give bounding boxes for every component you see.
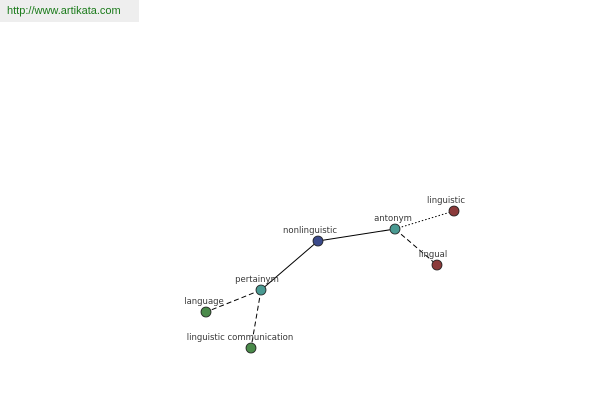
- node-nonlinguistic[interactable]: nonlinguistic: [283, 226, 337, 247]
- edge-nonlinguistic-pertainym: [260, 240, 319, 291]
- node-pertainym[interactable]: pertainym: [235, 275, 279, 296]
- edge-antonym-lingual: [394, 228, 438, 266]
- edge-pertainym-linguistic-communication: [250, 289, 262, 349]
- node-circle-language[interactable]: [200, 306, 212, 318]
- url-banner[interactable]: http://www.artikata.com: [0, 0, 139, 22]
- node-label-linguistic: linguistic: [427, 196, 465, 206]
- site-url-link[interactable]: http://www.artikata.com: [7, 5, 121, 17]
- node-label-linguistic-communication: linguistic communication: [187, 333, 294, 343]
- node-label-nonlinguistic: nonlinguistic: [283, 226, 337, 236]
- edges-layer: [205, 210, 455, 349]
- node-linguistic[interactable]: linguistic: [427, 196, 465, 217]
- node-language[interactable]: language: [184, 297, 224, 318]
- node-label-language: language: [184, 297, 224, 307]
- node-label-antonym: antonym: [374, 214, 412, 224]
- node-linguistic-communication[interactable]: linguistic communication: [187, 333, 294, 354]
- node-circle-pertainym[interactable]: [255, 284, 267, 296]
- node-circle-antonym[interactable]: [389, 223, 401, 235]
- node-circle-linguistic-communication[interactable]: [245, 342, 257, 354]
- node-lingual[interactable]: lingual: [419, 250, 447, 271]
- node-circle-lingual[interactable]: [431, 259, 443, 271]
- node-label-pertainym: pertainym: [235, 275, 279, 285]
- nodes-layer: nonlinguistic antonym pertainym linguistic l…: [184, 196, 465, 354]
- node-circle-nonlinguistic[interactable]: [312, 235, 324, 247]
- node-label-lingual: lingual: [419, 250, 447, 260]
- edge-nonlinguistic-antonym: [317, 228, 396, 242]
- node-antonym[interactable]: antonym: [374, 214, 412, 235]
- node-circle-linguistic[interactable]: [448, 205, 460, 217]
- edge-pertainym-language: [205, 289, 262, 313]
